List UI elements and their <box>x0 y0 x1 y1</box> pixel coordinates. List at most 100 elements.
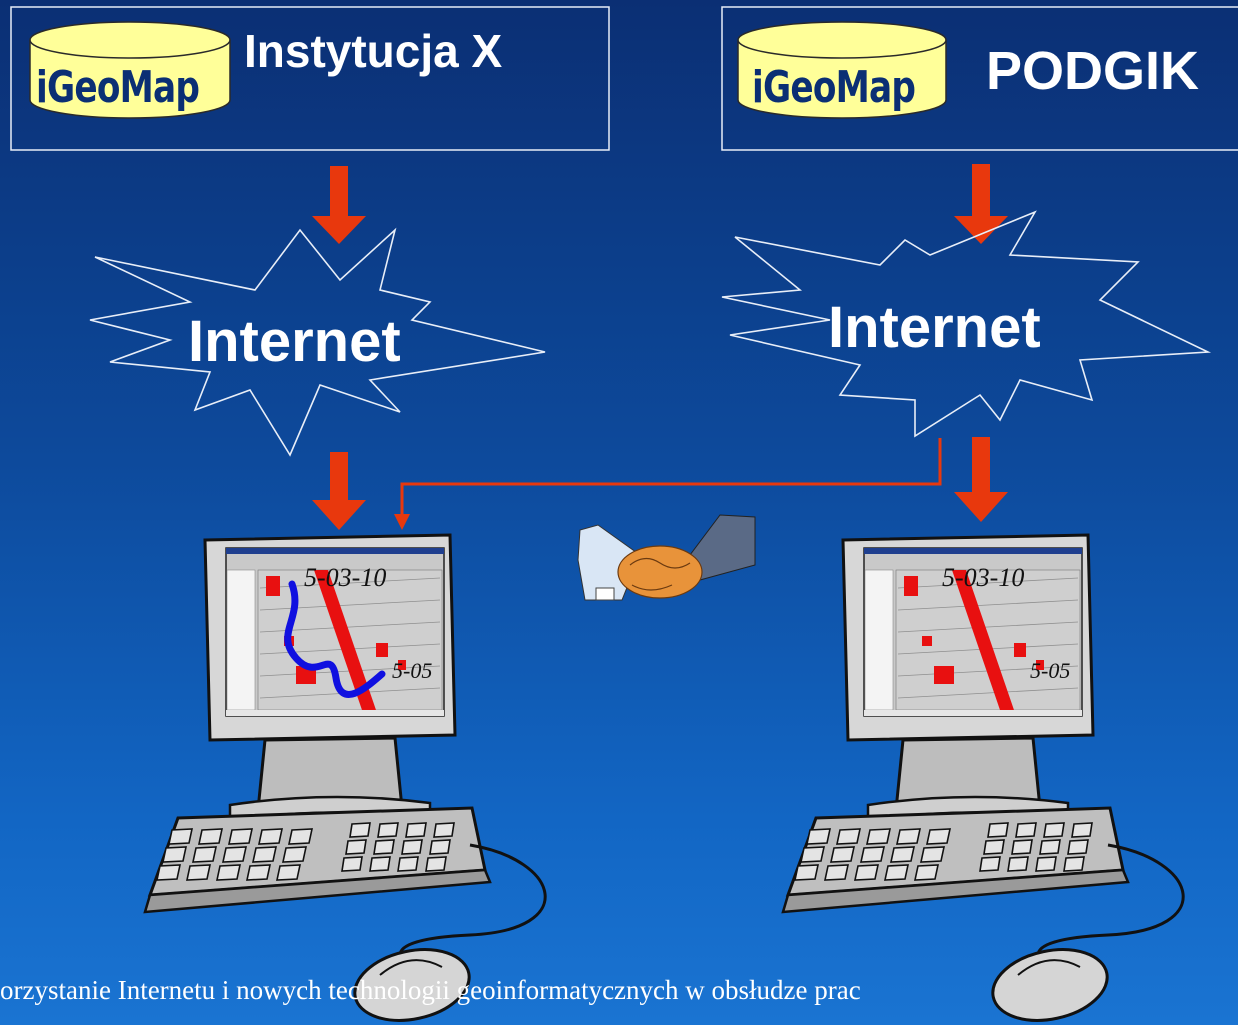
keyboard-key <box>275 864 302 881</box>
keyboard-key <box>925 828 952 845</box>
keyboard-key <box>829 846 856 863</box>
map-label-sheet: 5-05 <box>392 658 432 683</box>
right-db-label: iGeoMap <box>752 62 916 113</box>
keyboard-key <box>185 864 212 881</box>
keyboard-key <box>1035 856 1057 872</box>
keyboard-key <box>1039 839 1061 855</box>
handshake-icon <box>577 514 756 601</box>
computer-icon-left: 5-03-10 5-05 <box>143 533 547 1022</box>
screen-statusbar <box>864 710 1082 716</box>
keyboard-key <box>913 864 940 881</box>
arrow-left-top <box>312 166 366 244</box>
map-building <box>1036 660 1044 670</box>
keyboard-front <box>781 868 1130 914</box>
keyboard-key <box>889 846 916 863</box>
internet-label-left: Internet <box>188 309 401 374</box>
keyboard-key <box>161 846 188 863</box>
keyboard-key <box>799 846 826 863</box>
keyboard-key <box>221 846 248 863</box>
keyboard-key <box>251 846 278 863</box>
map-building <box>376 643 388 657</box>
keyboard-key <box>429 839 451 855</box>
keyboard-key <box>919 846 946 863</box>
keyboard-key <box>257 828 284 845</box>
left-node-title: Instytucja X <box>244 25 503 77</box>
map-label-sheet: 5-03-10 <box>942 563 1024 592</box>
internet-burst-icon-left <box>89 227 546 457</box>
caption: orzystanie Internetu i nowych technologi… <box>0 975 861 1005</box>
keyboard-key <box>835 828 862 845</box>
map-road <box>314 570 376 710</box>
keyboard-key <box>865 828 892 845</box>
screen-layer-panel <box>226 569 256 711</box>
keyboard-key <box>287 828 314 845</box>
keyboard-key <box>1011 839 1033 855</box>
screen-titlebar <box>864 548 1082 554</box>
map-building <box>398 660 406 670</box>
map-route <box>284 580 386 698</box>
computer-icon-right: 5-03-10 5-05 <box>781 533 1185 1022</box>
keyboard-key <box>1067 839 1089 855</box>
keyboard-key <box>191 846 218 863</box>
arrow-connector <box>394 438 942 530</box>
map-building <box>1014 643 1026 657</box>
keyboard-key <box>859 846 886 863</box>
keyboard-key <box>281 846 308 863</box>
keyboard-key <box>433 822 455 838</box>
right-database-icon <box>737 21 947 119</box>
keyboard-key <box>1015 822 1037 838</box>
keyboard-key <box>369 856 391 872</box>
map-street <box>259 599 441 611</box>
screen-statusbar <box>226 710 444 716</box>
keyboard-key <box>1043 822 1065 838</box>
keyboard-key <box>987 822 1009 838</box>
arrow-left-bottom <box>312 452 366 530</box>
arrow-right-top <box>954 164 1008 244</box>
map-street <box>897 687 1079 699</box>
left-node-box-frame <box>10 6 610 151</box>
keyboard-key <box>155 864 182 881</box>
keyboard-key <box>345 839 367 855</box>
keyboard-key <box>227 828 254 845</box>
keyboard-key <box>853 864 880 881</box>
map-building <box>922 636 932 646</box>
map-building <box>904 576 918 596</box>
screen-layer-panel <box>864 569 894 711</box>
keyboard-key <box>373 839 395 855</box>
internet-burst-icon-right <box>721 210 1212 438</box>
map-label-sheet: 5-03-10 <box>304 563 386 592</box>
keyboard-key <box>895 828 922 845</box>
right-node-box-frame <box>721 6 1238 151</box>
keyboard-key <box>883 864 910 881</box>
keyboard-key <box>425 856 447 872</box>
internet-label-right: Internet <box>828 295 1041 360</box>
arrow-right-bottom <box>954 437 1008 522</box>
right-node-title: PODGIK <box>986 41 1200 101</box>
keyboard-key <box>215 864 242 881</box>
screen-titlebar <box>226 548 444 554</box>
map-label-sheet: 5-05 <box>1030 658 1070 683</box>
keyboard-key <box>397 856 419 872</box>
keyboard-key <box>979 856 1001 872</box>
keyboard-key <box>1007 856 1029 872</box>
map-street <box>897 577 1079 589</box>
keyboard-key <box>793 864 820 881</box>
keyboard-key <box>349 822 371 838</box>
keyboard-key <box>405 822 427 838</box>
keyboard-key <box>167 828 194 845</box>
map-building <box>266 576 280 596</box>
keyboard-key <box>341 856 363 872</box>
map-street <box>897 599 1079 611</box>
keyboard-key <box>245 864 272 881</box>
left-db-label: iGeoMap <box>36 62 200 113</box>
keyboard-key <box>983 839 1005 855</box>
keyboard-key <box>197 828 224 845</box>
map-road <box>952 570 1014 710</box>
keyboard-key <box>377 822 399 838</box>
mouse-button <box>1017 959 1081 976</box>
mouse-button <box>379 959 443 976</box>
keyboard-key <box>1063 856 1085 872</box>
keyboard-key <box>401 839 423 855</box>
keyboard-key <box>805 828 832 845</box>
